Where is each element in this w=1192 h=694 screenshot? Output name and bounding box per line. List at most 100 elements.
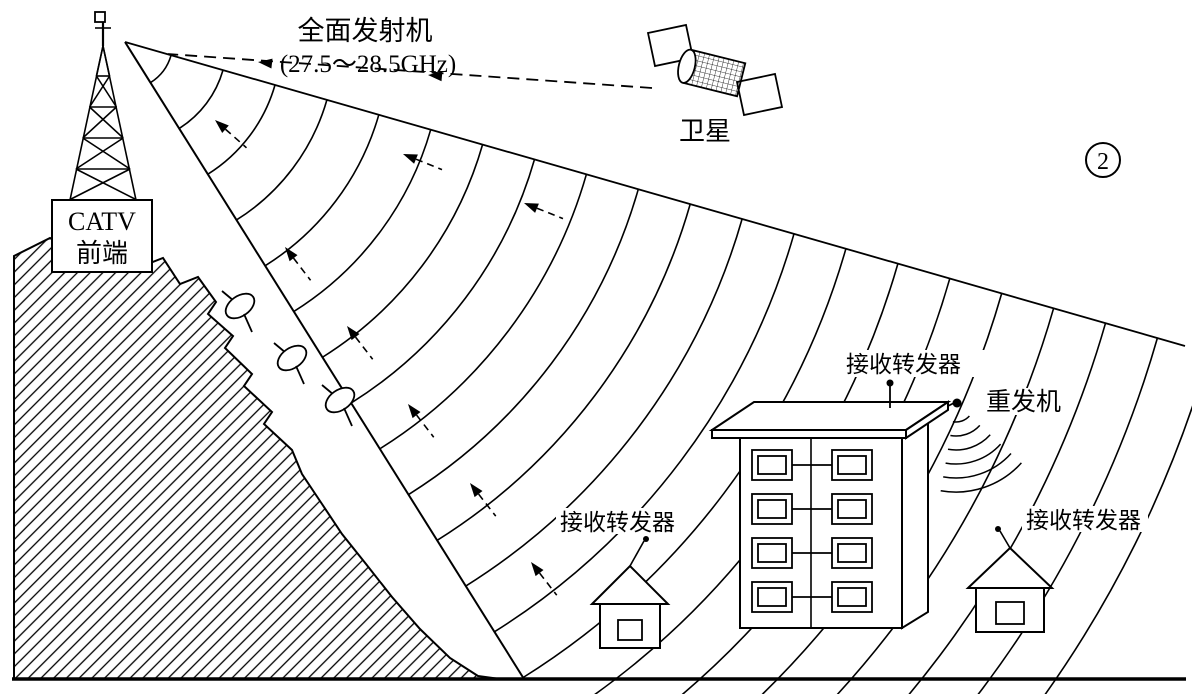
building-windows	[751, 449, 873, 613]
house-left-window	[617, 619, 643, 641]
tower-lattice-braces	[68, 45, 138, 201]
retransmitter-arc	[947, 434, 991, 451]
wavefront-arc	[350, 159, 536, 404]
beam-upper-boundary-line	[124, 41, 1186, 347]
wavefront-arc	[378, 174, 588, 450]
signal-arrowhead	[470, 483, 483, 498]
building-roof-edge-side	[905, 400, 949, 440]
satellite-body	[677, 48, 747, 98]
house-left-mast	[629, 540, 645, 567]
catv-headend-box	[51, 199, 153, 273]
signal-arrowhead	[285, 247, 298, 262]
signal-arrow-tail	[415, 414, 435, 438]
building-window-inner	[757, 543, 787, 563]
hill-slope-line	[124, 41, 525, 680]
wavefront-arc	[149, 54, 172, 84]
house-right-repeater-label: 接收转发器	[1026, 508, 1141, 533]
building-window-inner	[837, 455, 867, 475]
building-window-inner	[837, 543, 867, 563]
rooftop-repeater-dot	[886, 379, 894, 387]
dish-antenna	[221, 290, 256, 333]
house-left-repeater-label: 接收转发器	[560, 510, 675, 535]
tower-brace	[75, 137, 124, 170]
tower-brace	[68, 168, 131, 201]
wavefront-arc	[977, 337, 1159, 694]
satellite	[646, 23, 784, 117]
building-window-inner	[837, 587, 867, 607]
wavefront-arc	[908, 322, 1107, 694]
house-right	[965, 530, 1055, 633]
house-left	[589, 540, 671, 649]
building-repeater-label-bg	[842, 350, 994, 377]
tower-brace	[82, 137, 131, 170]
catv-tower	[68, 11, 138, 201]
satellite-label: 卫星	[679, 117, 731, 146]
building-front-face	[739, 437, 903, 629]
signal-arrowhead	[428, 71, 443, 82]
building-window-inner	[757, 455, 787, 475]
signal-arrow-tail	[477, 493, 497, 517]
building-roof-edge-front	[711, 429, 907, 439]
catv-label-line2: 前端	[76, 239, 128, 268]
retransmitter-arc	[943, 452, 1012, 479]
tower-brace	[95, 75, 118, 108]
hatched-hillside	[13, 234, 501, 680]
house-right-roof	[965, 546, 1055, 589]
wavefront-arc	[436, 203, 691, 542]
signal-direction-arrows	[215, 58, 564, 596]
retransmitter-arc	[950, 424, 981, 437]
building-repeater-label: 接收转发器	[846, 352, 961, 377]
signal-arrowhead	[531, 562, 544, 577]
retransmitter-wavefront-arcs	[940, 415, 1022, 493]
retransmitter-antenna	[952, 398, 962, 408]
catv-label-line1: CATV	[68, 207, 136, 236]
signal-arrowhead	[215, 120, 229, 133]
retransmitter-arc	[945, 443, 1002, 465]
satellite-downlink-path	[167, 53, 653, 89]
wavefront-arc	[207, 84, 276, 175]
retransmitter-label-bg	[982, 388, 1068, 415]
tower-brace	[102, 45, 111, 77]
tower-top-antenna	[94, 11, 106, 23]
retransmitter-arc	[940, 462, 1022, 493]
signal-arrow-tail	[224, 128, 248, 149]
hillside-dish-antennas	[221, 290, 356, 427]
signal-arrow-tail	[292, 257, 312, 281]
apartment-building	[708, 400, 952, 630]
satellite-solar-panel-right	[735, 72, 784, 117]
house-right-mast	[999, 530, 1011, 549]
signal-arrowhead	[403, 154, 418, 164]
wavefront-arc	[407, 188, 640, 496]
signal-arrow-tail	[538, 572, 558, 596]
dish-antenna	[273, 342, 308, 385]
wavefront-arc	[493, 233, 795, 633]
wavefront-arc	[464, 218, 743, 588]
tower-brace	[95, 45, 104, 77]
building-window-inner	[837, 499, 867, 519]
building-window-inner	[757, 499, 787, 519]
tower-brace	[89, 106, 124, 139]
house-left-repeater-dot	[643, 536, 649, 542]
wavefront-arc	[1044, 405, 1192, 694]
signal-arrowhead	[258, 58, 273, 69]
dish-antenna	[321, 384, 356, 427]
transmitter-label-line1: 全面发射机	[298, 16, 433, 46]
tower-brace	[82, 106, 117, 139]
wavefront-arc	[264, 114, 380, 267]
signal-arrow-tail	[354, 336, 374, 360]
figure-number-circle	[1085, 142, 1121, 178]
house-left-label-bg	[556, 508, 682, 534]
house-right-repeater-dot	[995, 526, 1001, 532]
tower-brace	[75, 168, 138, 201]
signal-arrowhead	[524, 203, 539, 213]
signal-arrowhead	[347, 326, 360, 341]
retransmitter-arc	[952, 415, 970, 423]
figure-number: 2	[1097, 149, 1109, 175]
house-right-label-bg	[1022, 506, 1148, 532]
signal-arrow-tail	[536, 207, 564, 220]
wavefront-arc	[178, 69, 224, 130]
wavefront-arc	[235, 99, 328, 221]
signal-arrowhead	[408, 404, 421, 419]
